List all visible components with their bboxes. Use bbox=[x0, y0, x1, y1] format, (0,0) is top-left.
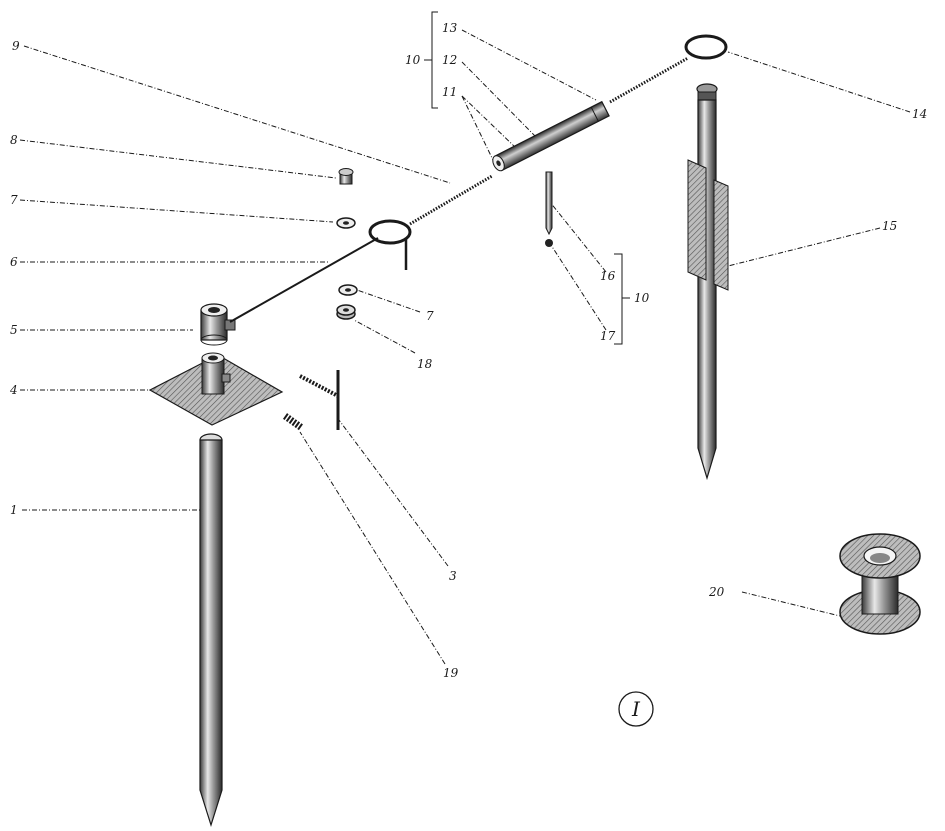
leader-11a bbox=[461, 95, 494, 161]
leader-8 bbox=[19, 139, 337, 179]
part-6-rod bbox=[229, 237, 379, 323]
label-16: 16 bbox=[600, 269, 616, 283]
leader-17 bbox=[550, 244, 607, 331]
label-11: 11 bbox=[442, 85, 458, 99]
part-20-spool bbox=[839, 533, 921, 635]
part-19-screw bbox=[282, 413, 305, 431]
leader-16 bbox=[549, 201, 607, 273]
label-6: 6 bbox=[10, 255, 18, 269]
leader-3 bbox=[338, 419, 449, 567]
leader-7b bbox=[356, 289, 421, 313]
part-17-ball bbox=[545, 239, 553, 247]
leader-11b bbox=[461, 95, 517, 149]
part-16-pin bbox=[545, 171, 553, 236]
label-13: 13 bbox=[442, 21, 458, 35]
label-7-upper: 7 bbox=[10, 193, 18, 207]
label-1: 1 bbox=[10, 503, 18, 517]
part-14-ring bbox=[684, 34, 728, 60]
leader-12 bbox=[461, 61, 538, 139]
leader-lines bbox=[19, 29, 911, 665]
label-14: 14 bbox=[912, 107, 928, 121]
part-15-stake-with-ribbon bbox=[687, 83, 729, 481]
part-14-threaded-rod bbox=[609, 56, 689, 104]
part-5-coupling bbox=[200, 303, 236, 346]
leader-9 bbox=[23, 45, 451, 184]
leader-19 bbox=[299, 431, 446, 665]
leader-7a bbox=[19, 199, 334, 223]
label-10-upper: 10 bbox=[405, 53, 421, 67]
label-15: 15 bbox=[882, 219, 898, 233]
label-12: 12 bbox=[442, 53, 458, 67]
label-10-lower: 10 bbox=[634, 291, 650, 305]
label-19: 19 bbox=[443, 666, 459, 680]
part-8-bolt bbox=[338, 168, 354, 185]
figure-number-circle bbox=[618, 691, 654, 727]
part-7-washer-lower-hole bbox=[345, 288, 351, 292]
label-18: 18 bbox=[417, 357, 433, 371]
leader-18 bbox=[353, 319, 416, 354]
part-18-nut bbox=[336, 304, 356, 320]
part-1-stake bbox=[199, 433, 223, 828]
part-7-washer-upper-hole bbox=[343, 221, 349, 225]
label-9: 9 bbox=[12, 39, 20, 53]
label-7-lower: 7 bbox=[426, 309, 434, 323]
part-4-base-plate bbox=[148, 352, 284, 426]
part-3-t-screw bbox=[299, 370, 340, 430]
leader-20 bbox=[741, 591, 841, 617]
center-ring bbox=[368, 219, 412, 270]
label-17: 17 bbox=[600, 329, 616, 343]
bracket-10-lower bbox=[614, 253, 630, 345]
part-9-threaded-rod bbox=[409, 174, 493, 226]
label-20: 20 bbox=[709, 585, 725, 599]
part-11-12-13-tube bbox=[492, 100, 610, 172]
label-5: 5 bbox=[10, 323, 18, 337]
figure-number: I bbox=[632, 697, 640, 721]
label-3: 3 bbox=[449, 569, 457, 583]
leader-15 bbox=[727, 227, 881, 267]
label-4: 4 bbox=[10, 383, 18, 397]
leader-14 bbox=[727, 51, 911, 113]
label-8: 8 bbox=[10, 133, 18, 147]
bracket-10-upper bbox=[424, 11, 438, 109]
leader-13 bbox=[461, 29, 597, 101]
